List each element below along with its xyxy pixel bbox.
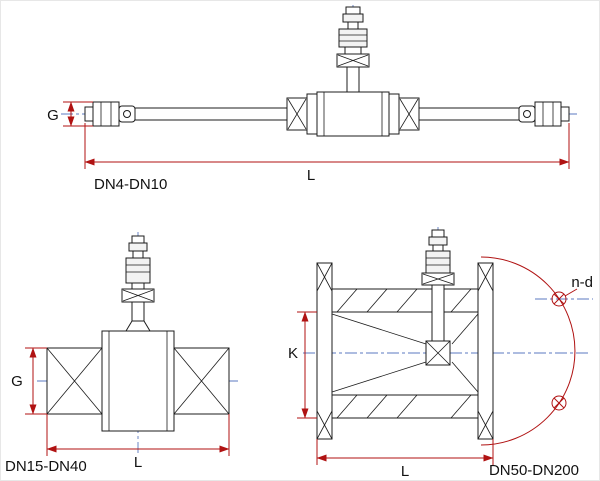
dim-label-l-medium: L	[134, 454, 142, 471]
dimension-g-medium: G	[11, 347, 47, 415]
variant-label-medium: DN15-DN40	[5, 458, 87, 475]
dim-label-g-small: G	[47, 107, 59, 124]
dim-label-g-medium: G	[11, 373, 23, 390]
meter-body-large	[331, 288, 479, 419]
flange-left	[316, 262, 333, 440]
dim-label-k-large: K	[288, 345, 298, 362]
bolt-holes-label: n-d	[571, 274, 593, 291]
meter-body-small	[134, 91, 522, 137]
flange-right	[477, 262, 494, 440]
bolt-circle: n-d	[480, 256, 593, 446]
dimension-k-large: K	[288, 311, 317, 419]
dim-label-l-small: L	[307, 167, 315, 184]
meter-body-medium	[46, 330, 230, 432]
dimension-l-medium: L	[46, 414, 230, 471]
dim-label-l-large: L	[401, 463, 409, 480]
variant-label-large: DN50-DN200	[489, 462, 579, 479]
dimension-l-small: L	[84, 123, 570, 184]
drawing-dn15-dn40: G L DN15-DN40	[5, 232, 239, 475]
dimension-g-small: G	[47, 101, 93, 127]
variant-label-small: DN4-DN10	[94, 176, 167, 193]
sensor-assembly-medium	[121, 235, 155, 332]
drawing-dn4-dn10: G L DN4-DN10	[47, 5, 577, 193]
drawing-dn50-dn200: n-d K L DN50-DN200	[288, 227, 593, 480]
dimension-l-large: L	[316, 439, 494, 480]
end-fitting-right	[518, 101, 570, 127]
sensor-assembly-small	[336, 6, 370, 93]
sensor-assembly-large	[421, 229, 455, 342]
end-fitting-left	[84, 101, 136, 127]
